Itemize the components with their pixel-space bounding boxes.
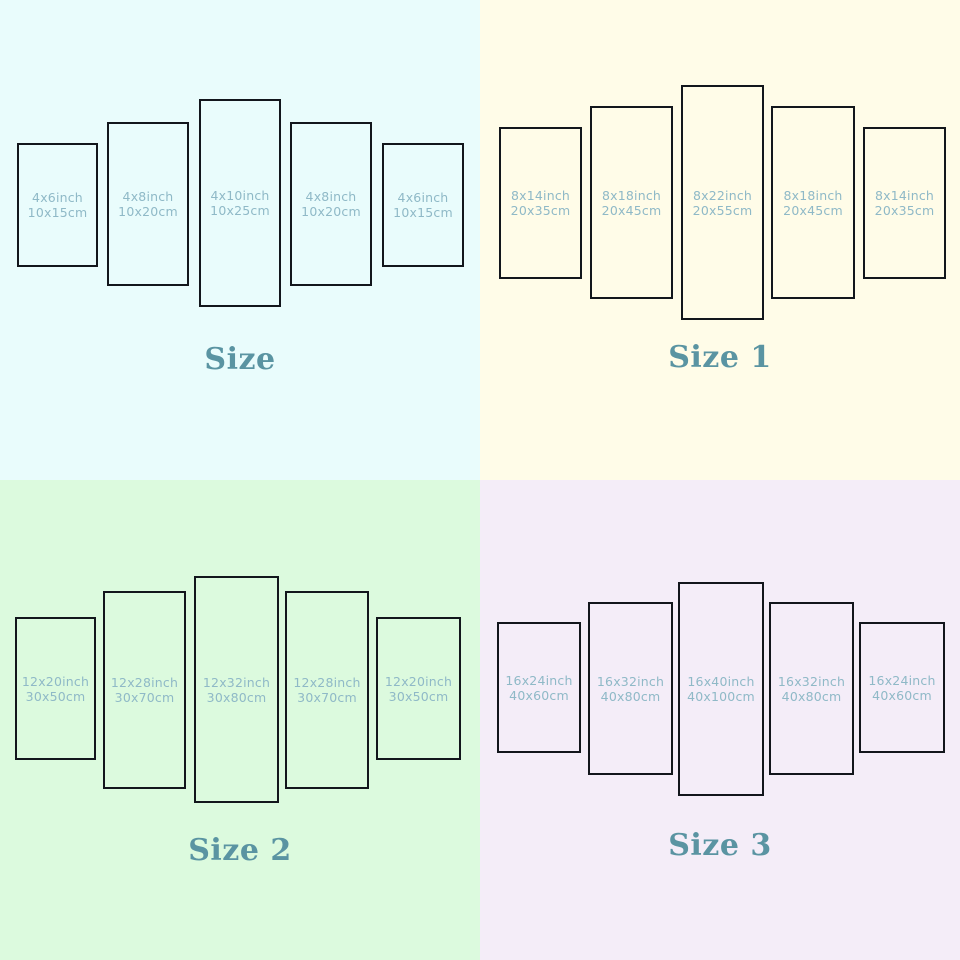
canvas-panel[interactable]: 8x18inch 20x45cm (771, 106, 855, 299)
canvas-panel[interactable]: 12x20inch 30x50cm (376, 617, 461, 760)
size-group-size-1: 8x14inch 20x35cm 8x18inch 20x45cm 8x22in… (480, 0, 960, 480)
panel-label-cm: 20x45cm (783, 202, 843, 218)
panel-label-inch: 16x24inch (505, 672, 573, 688)
panel-label-inch: 12x20inch (21, 673, 90, 689)
canvas-panel[interactable]: 4x8inch 10x20cm (290, 122, 372, 286)
canvas-panel[interactable]: 8x14inch 20x35cm (863, 127, 946, 279)
panel-label-inch: 8x14inch (510, 188, 571, 203)
panel-label: 12x28inch 30x70cm (293, 675, 360, 705)
panel-label: 16x24inch 40x60cm (505, 673, 572, 703)
panel-stage: 12x20inch 30x50cm 12x28inch 30x70cm 12x3… (0, 480, 480, 960)
panel-label: 8x18inch 20x45cm (602, 188, 662, 218)
panel-label-inch: 12x20inch (384, 673, 453, 689)
panel-label-inch: 16x32inch (777, 673, 846, 689)
panel-label-cm: 10x20cm (118, 204, 178, 219)
panel-stage: 4x6inch 10x15cm 4x8inch 10x20cm 4x10inch… (0, 0, 480, 480)
canvas-panel[interactable]: 12x28inch 30x70cm (103, 591, 186, 789)
size-group-title: Size 1 (668, 340, 772, 375)
size-group-size-2: 12x20inch 30x50cm 12x28inch 30x70cm 12x3… (0, 480, 480, 960)
panel-label-cm: 40x60cm (872, 687, 932, 703)
panel-label-inch: 4x10inch (210, 188, 270, 203)
canvas-panel[interactable]: 12x20inch 30x50cm (15, 617, 96, 760)
panel-label-cm: 20x55cm (692, 202, 753, 218)
canvas-panel[interactable]: 8x18inch 20x45cm (590, 106, 673, 299)
size-group-title: Size 3 (668, 828, 772, 863)
panel-label-inch: 8x18inch (601, 187, 662, 203)
panel-label-cm: 10x25cm (210, 203, 270, 218)
panel-label-cm: 20x35cm (874, 203, 935, 218)
canvas-panel[interactable]: 16x24inch 40x60cm (859, 622, 945, 753)
panel-label-inch: 16x40inch (687, 674, 755, 689)
panel-label-inch: 4x6inch (32, 190, 83, 205)
canvas-panel[interactable]: 16x32inch 40x80cm (588, 602, 673, 775)
size-group-size: 4x6inch 10x15cm 4x8inch 10x20cm 4x10inch… (0, 0, 480, 480)
panel-stage: 16x24inch 40x60cm 16x32inch 40x80cm 16x4… (480, 480, 960, 960)
panel-label: 12x20inch 30x50cm (385, 674, 452, 704)
panel-label-cm: 30x70cm (297, 690, 357, 705)
canvas-panel[interactable]: 4x6inch 10x15cm (382, 143, 464, 267)
panel-label: 8x14inch 20x35cm (511, 188, 571, 218)
panel-label: 12x32inch 30x80cm (203, 675, 270, 705)
panel-label-inch: 4x8inch (305, 189, 357, 204)
panel-label: 4x8inch 10x20cm (118, 189, 178, 219)
panel-label-inch: 12x28inch (293, 675, 361, 690)
panel-label-cm: 10x15cm (393, 205, 453, 220)
panel-label-inch: 12x32inch (202, 674, 271, 690)
panel-label-inch: 8x14inch (874, 188, 935, 203)
canvas-panel[interactable]: 12x32inch 30x80cm (194, 576, 279, 803)
panel-label-inch: 4x6inch (397, 190, 449, 205)
panel-label-cm: 30x50cm (25, 688, 86, 704)
panel-label-cm: 40x80cm (600, 688, 661, 704)
panel-label: 16x32inch 40x80cm (778, 674, 845, 704)
canvas-panel[interactable]: 16x32inch 40x80cm (769, 602, 854, 775)
size-group-title: Size (204, 342, 276, 377)
canvas-panel[interactable]: 4x8inch 10x20cm (107, 122, 189, 286)
panel-label: 8x18inch 20x45cm (783, 188, 843, 218)
panel-label-cm: 20x45cm (601, 202, 662, 218)
panel-label-inch: 12x28inch (110, 675, 179, 690)
panel-label-cm: 20x35cm (510, 203, 571, 218)
panel-label: 8x22inch 20x55cm (693, 188, 753, 218)
panel-label: 16x40inch 40x100cm (687, 674, 755, 704)
panel-label: 4x6inch 10x15cm (28, 190, 88, 220)
panel-label: 12x20inch 30x50cm (22, 674, 89, 704)
panel-label-inch: 8x18inch (783, 187, 843, 203)
panel-label: 12x28inch 30x70cm (111, 675, 178, 705)
canvas-panel[interactable]: 8x14inch 20x35cm (499, 127, 582, 279)
panel-label: 16x32inch 40x80cm (597, 674, 664, 704)
panel-label-inch: 4x8inch (122, 189, 174, 204)
canvas-panel[interactable]: 16x40inch 40x100cm (678, 582, 764, 796)
canvas-panel[interactable]: 16x24inch 40x60cm (497, 622, 581, 753)
canvas-panel[interactable]: 4x10inch 10x25cm (199, 99, 281, 307)
canvas-panel[interactable]: 8x22inch 20x55cm (681, 85, 764, 320)
panel-label: 16x24inch 40x60cm (868, 673, 935, 703)
canvas-panel[interactable]: 12x28inch 30x70cm (285, 591, 369, 789)
panel-label-cm: 40x60cm (509, 687, 569, 703)
panel-label: 4x10inch 10x25cm (210, 188, 270, 218)
panel-label: 4x8inch 10x20cm (301, 189, 361, 219)
panel-label-inch: 8x22inch (692, 187, 753, 203)
panel-label: 8x14inch 20x35cm (875, 188, 935, 218)
panel-label-cm: 30x50cm (388, 688, 449, 704)
panel-stage: 8x14inch 20x35cm 8x18inch 20x45cm 8x22in… (480, 0, 960, 480)
panel-label: 4x6inch 10x15cm (393, 190, 453, 220)
panel-label-cm: 10x15cm (27, 205, 88, 220)
panel-label-cm: 30x70cm (114, 690, 175, 705)
size-group-size-3: 16x24inch 40x60cm 16x32inch 40x80cm 16x4… (480, 480, 960, 960)
panel-label-inch: 16x24inch (868, 672, 936, 688)
panel-label-cm: 40x80cm (781, 688, 842, 704)
panel-label-inch: 16x32inch (596, 673, 665, 689)
panel-label-cm: 40x100cm (687, 689, 755, 704)
panel-label-cm: 10x20cm (301, 204, 361, 219)
canvas-panel[interactable]: 4x6inch 10x15cm (17, 143, 98, 267)
panel-label-cm: 30x80cm (206, 689, 267, 705)
size-group-title: Size 2 (188, 833, 292, 868)
